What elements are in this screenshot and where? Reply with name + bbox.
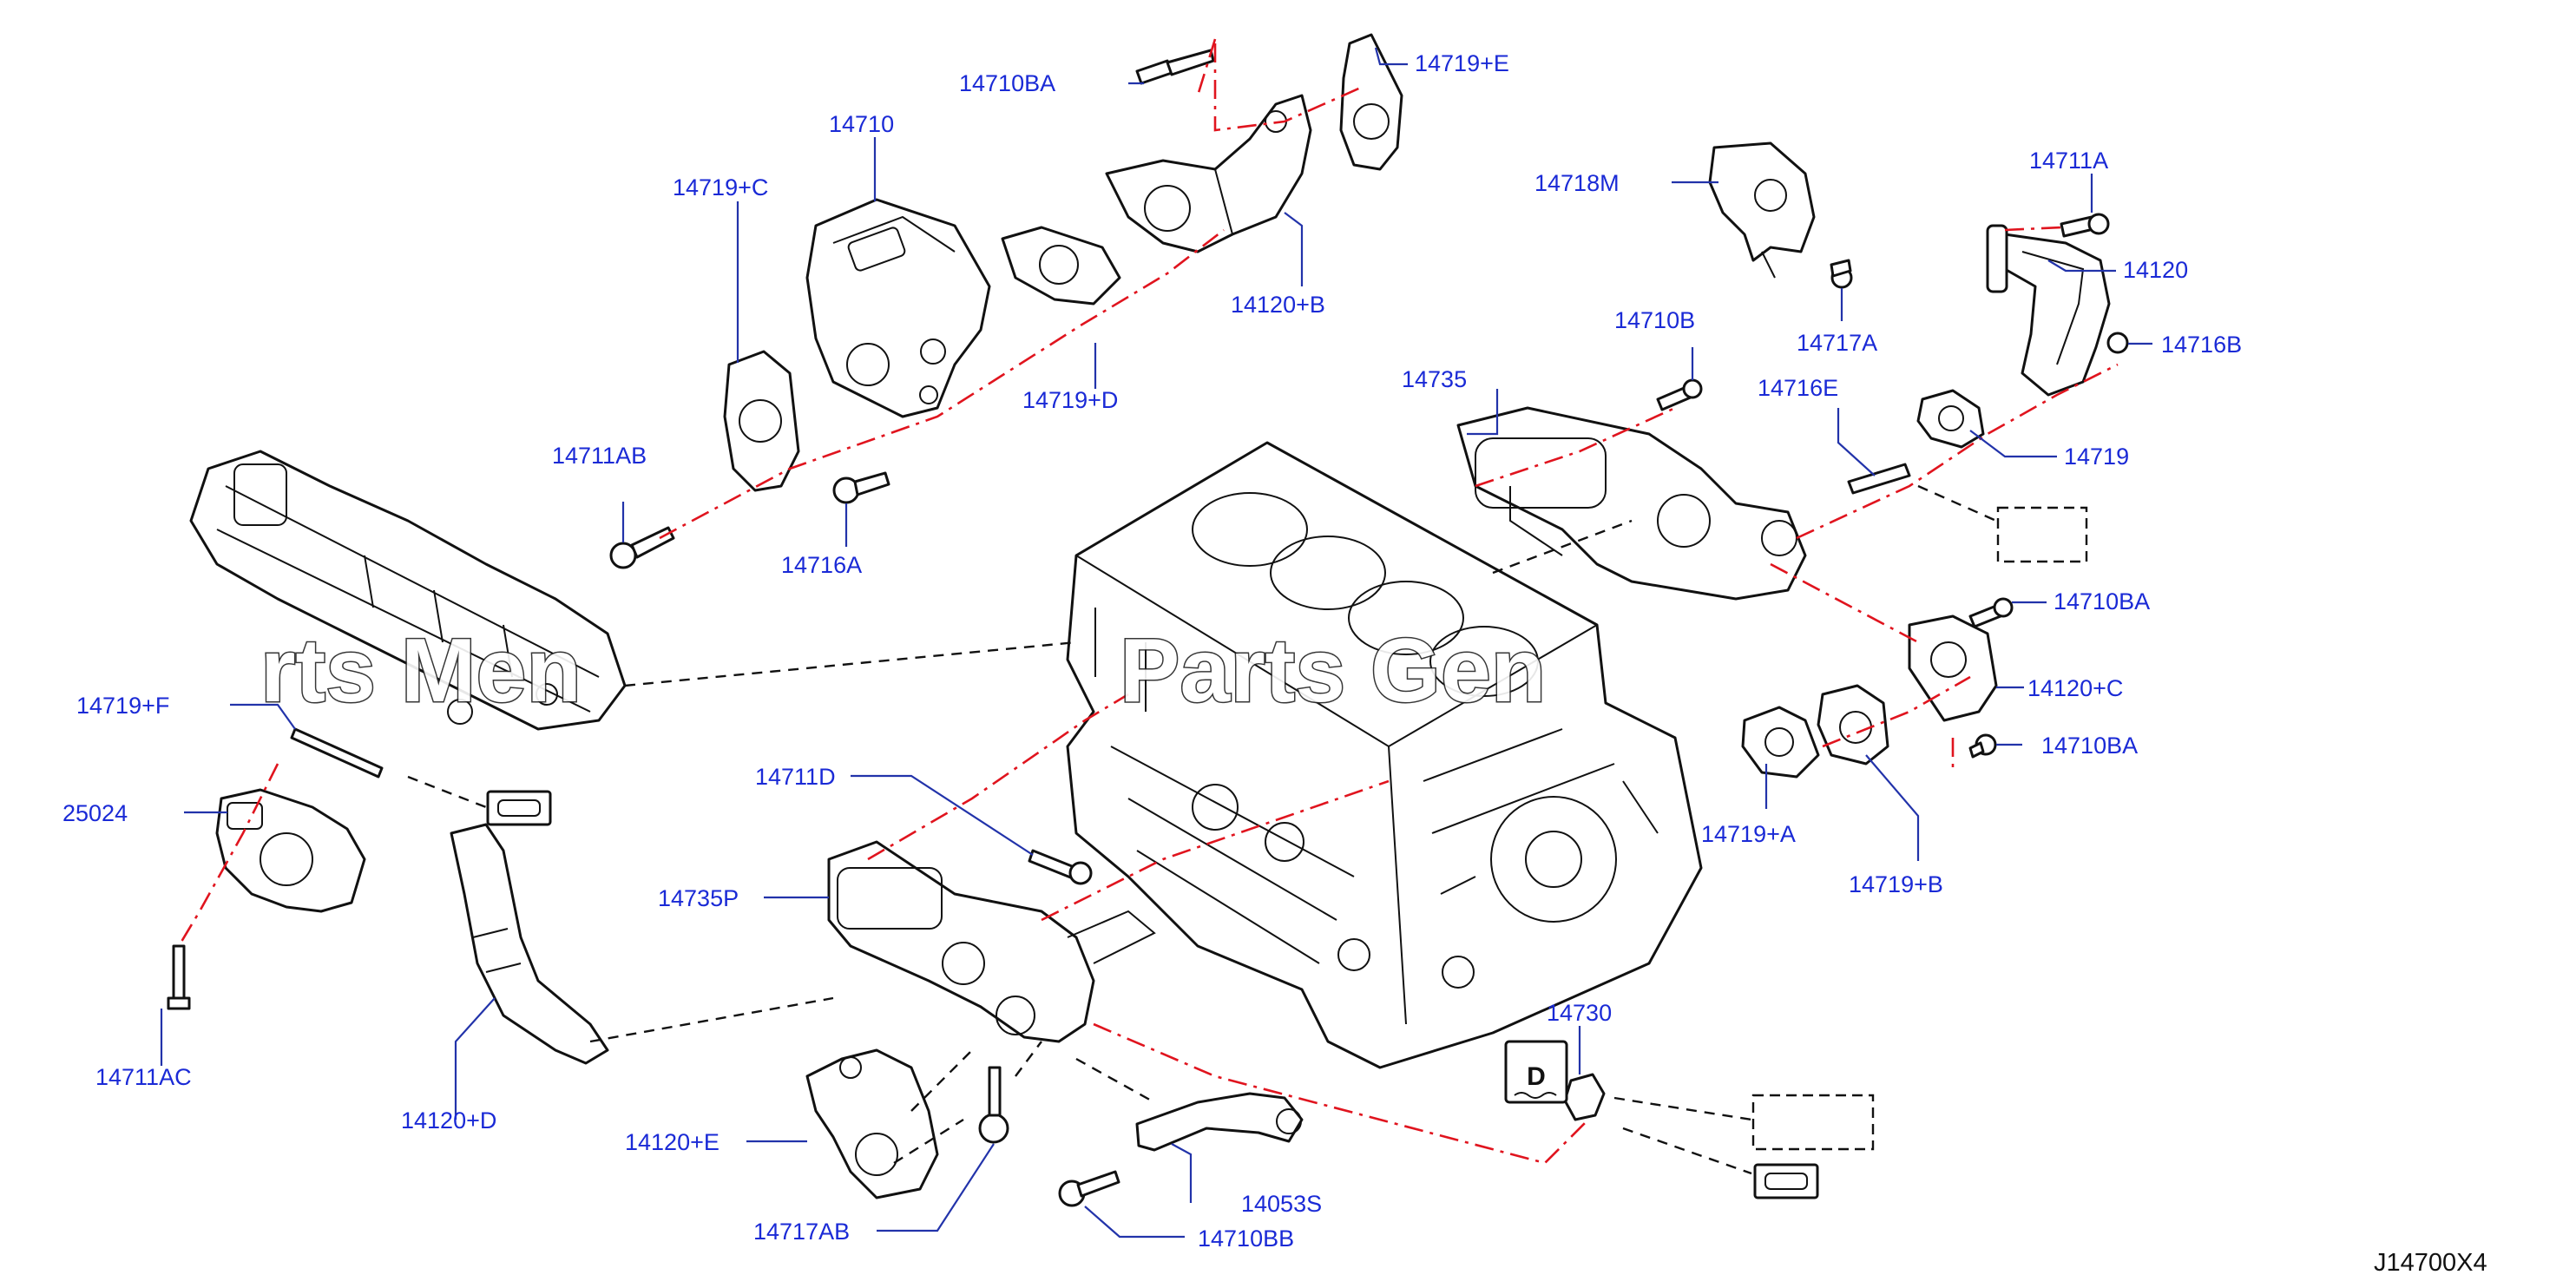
callout-14120-c: 14120+C [2027,675,2123,701]
callout-14710ba-top: 14710BA [959,70,1055,96]
water-tube-14053s [1135,1092,1304,1152]
nut-14716b [2106,332,2129,354]
callout-labels: 14710BA 14719+E 14710 14719+C 14120+B 14… [62,50,2242,1252]
callout-14716a: 14716A [781,552,862,578]
callout-14716e: 14716E [1758,375,1838,401]
egr-valve [805,198,991,418]
hose-14120-d [450,823,609,1065]
callout-14710ba-low: 14710BA [2041,733,2138,759]
bolt-14711d [1028,849,1093,885]
gasket-14719-b [1817,684,1889,766]
bolt-14711a [2060,213,2110,238]
callout-14719-a: 14719+A [1701,821,1796,847]
gasket-14719 [1916,389,1985,449]
bolt-14710ba-top [1135,49,1215,85]
dashed-reference-box-icon [1996,506,2088,563]
dashed-reference-box-icon [1751,1094,1875,1151]
bolt-14710b [1656,378,1703,411]
callout-14710ba-mid: 14710BA [2054,588,2150,614]
diagram-code: J14700X4 [2374,1249,2487,1277]
bracket-14718m [1708,141,1816,279]
gasket-14719-c [723,350,800,492]
callout-14710b: 14710B [1614,307,1695,333]
bolt-14717a [1830,259,1853,289]
gasket-symbol-icon [486,790,552,826]
callout-14719-c: 14719+C [673,174,768,200]
callout-25024: 25024 [62,800,128,826]
callout-14719-e: 14719+E [1415,50,1509,76]
bolt-14717ab [978,1066,1009,1144]
callout-14717a: 14717A [1797,330,1877,356]
black-assembly-lines [407,484,1997,1175]
callout-14730: 14730 [1547,1000,1612,1026]
engine-emission-label-icon: D [1504,1040,1568,1104]
callout-14053s: 14053S [1241,1191,1322,1217]
callout-14710: 14710 [829,111,894,137]
watermark-left: rts Men [260,621,582,721]
gasket-14719-d [1001,226,1121,306]
callout-14735p: 14735P [658,885,739,911]
stud-14716e [1847,463,1911,495]
bolt-14716a [832,471,890,504]
callout-14719: 14719 [2064,444,2129,470]
bolt-14710ba-mid [1968,597,2014,628]
callout-14711ab: 14711AB [552,443,647,469]
callout-14120-b: 14120+B [1231,292,1325,318]
bolt-14711ac [167,944,191,1010]
callout-14719-d: 14719+D [1022,387,1118,413]
intake-manifold [189,450,627,731]
cylinder-block [1066,441,1703,1069]
callout-14719-b: 14719+B [1849,871,1943,897]
callout-14120: 14120 [2123,257,2188,283]
egr-pipe-14120-b [1105,94,1312,253]
callout-14711d: 14711D [755,764,836,790]
bolt-14710ba-low [1968,733,1997,759]
bolt-14711ab [609,526,675,569]
svg-text:D: D [1527,1062,1546,1091]
callout-14120-d: 14120+D [401,1107,496,1134]
callout-14120-e: 14120+E [625,1129,720,1155]
gasket-14719-e [1339,33,1403,171]
red-assembly-lines [177,38,2119,1165]
leader-lines [160,47,2152,1239]
egr-cooler-14735p [827,840,1156,1043]
callout-14711ac: 14711AC [95,1064,192,1090]
sensor-14730 [1563,1073,1606,1121]
callout-14711a: 14711A [2029,148,2108,174]
throttle-body-25024 [215,788,366,913]
callout-14710bb: 14710BB [1198,1226,1294,1252]
callout-14735: 14735 [1402,366,1467,392]
egr-pipe-14120-c [1908,614,1998,722]
watermark-center: Parts Gen [1120,621,1546,721]
callout-14719-f: 14719+F [76,693,169,719]
elbow-pipe-14120-e [805,1048,939,1199]
callout-14718m: 14718M [1534,170,1620,196]
gasket-symbol-icon [1753,1163,1819,1199]
bolt-14710bb [1058,1170,1120,1207]
callout-14717ab: 14717AB [753,1219,850,1245]
stud-14719-f [290,727,384,779]
callout-14716b: 14716B [2161,332,2242,358]
gasket-14719-a [1741,706,1820,779]
egr-cooler-14735 [1456,406,1807,601]
egr-tube-14120 [1986,224,2111,397]
